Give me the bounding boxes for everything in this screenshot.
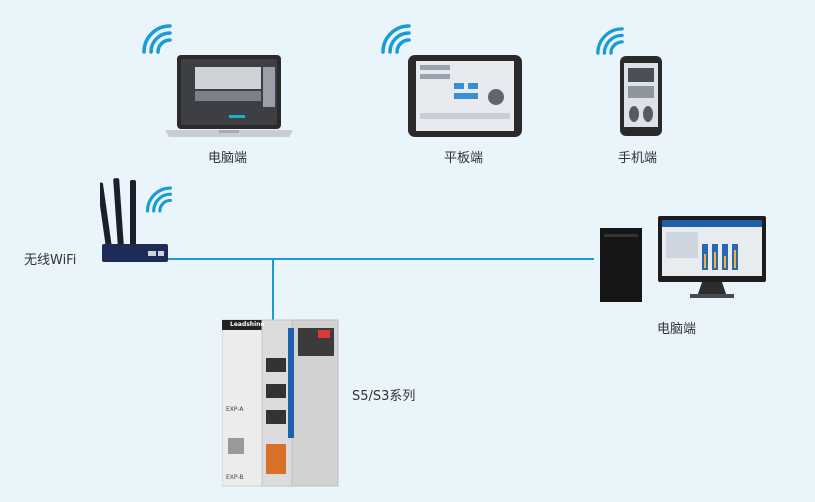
laptop-image — [165, 55, 293, 137]
port-a-label: EXP-A — [226, 406, 244, 413]
phone-label: 手机端 — [618, 151, 658, 166]
tablet-label: 平板端 — [444, 151, 484, 166]
desktop-pc-image — [600, 216, 766, 302]
controller-label: S5/S3系列 — [352, 389, 416, 404]
network-line-vertical — [272, 259, 274, 355]
desktop-label: 电脑端 — [657, 322, 697, 337]
network-line-horizontal — [168, 258, 594, 260]
brand-logo: Leadshine — [230, 321, 265, 328]
wifi-icon — [142, 24, 172, 54]
wifi-icon — [381, 24, 411, 54]
router-image — [100, 178, 168, 262]
laptop-label: 电脑端 — [208, 151, 248, 166]
tablet-image — [408, 55, 522, 137]
phone-image — [620, 56, 662, 136]
port-b-label: EXP-B — [226, 474, 244, 481]
plc-controller: Leadshine EXP-A EXP-B — [221, 318, 340, 488]
wifi-icon — [145, 186, 173, 213]
router-label: 无线WiFi — [24, 253, 77, 268]
wifi-icon — [596, 27, 624, 55]
